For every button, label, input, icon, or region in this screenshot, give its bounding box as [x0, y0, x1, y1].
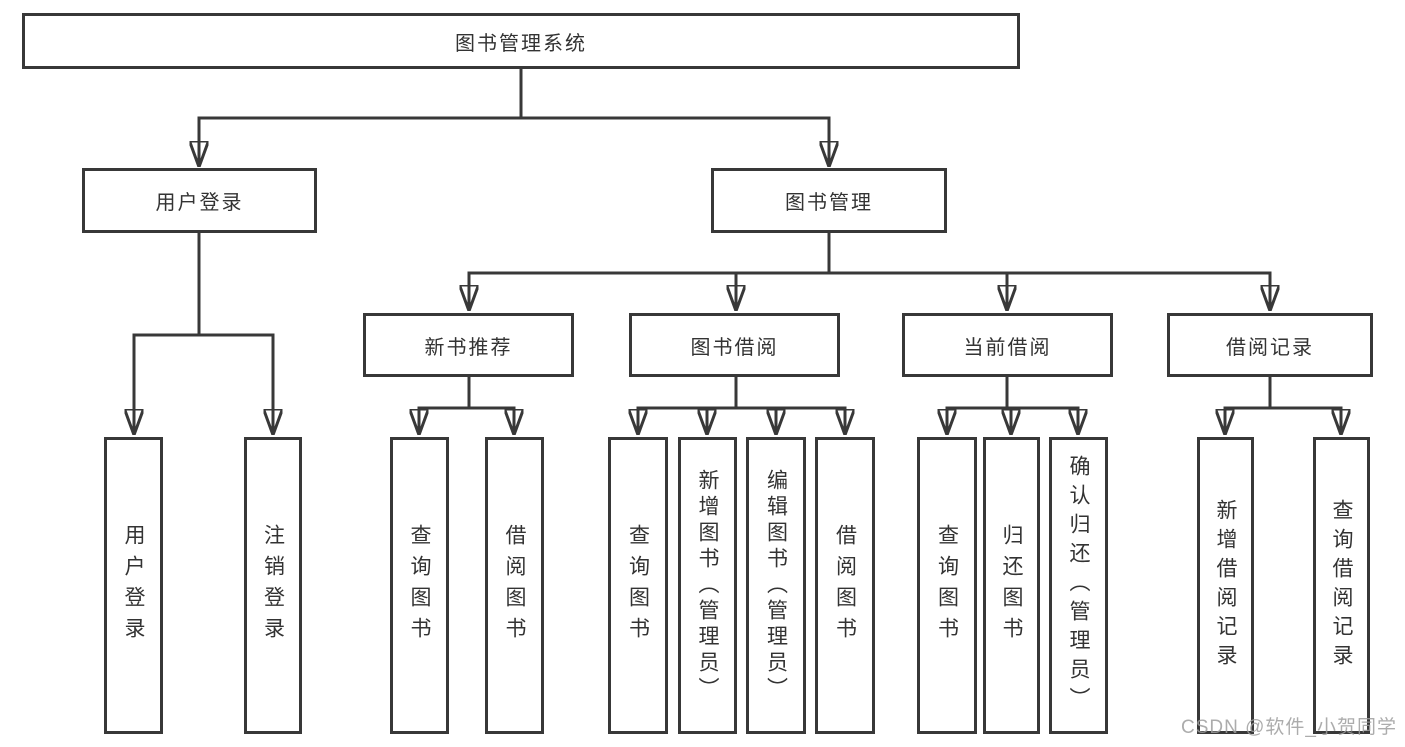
leaf-add-borrow-record: 新增借阅记录	[1197, 437, 1254, 734]
connector-rails	[132, 69, 1343, 410]
leaf-query-borrow-record: 查询借阅记录	[1313, 437, 1370, 734]
node-new-book-recommend: 新书推荐	[363, 313, 574, 377]
node-root: 图书管理系统	[22, 13, 1020, 69]
leaf-add-books-admin: 新增图书（管理员）	[678, 437, 737, 734]
leaf-borrow-books-2: 借阅图书	[815, 437, 875, 734]
leaf-query-books-2: 查询图书	[608, 437, 668, 734]
leaf-borrow-books-1: 借阅图书	[485, 437, 544, 734]
node-current-borrow: 当前借阅	[902, 313, 1113, 377]
leaf-edit-books-admin: 编辑图书（管理员）	[746, 437, 806, 734]
node-borrow-records: 借阅记录	[1167, 313, 1373, 377]
leaf-logout-login: 注销登录	[244, 437, 302, 734]
node-book-management: 图书管理	[711, 168, 947, 233]
leaf-user-login: 用户登录	[104, 437, 163, 734]
leaf-query-books-1: 查询图书	[390, 437, 449, 734]
csdn-watermark: CSDN @软件_小贺同学	[1181, 717, 1397, 738]
leaf-confirm-return-admin: 确认归还（管理员）	[1049, 437, 1108, 734]
leaf-return-books: 归还图书	[983, 437, 1040, 734]
leaf-query-books-3: 查询图书	[917, 437, 977, 734]
node-user-login: 用户登录	[82, 168, 317, 233]
node-book-borrow: 图书借阅	[629, 313, 840, 377]
